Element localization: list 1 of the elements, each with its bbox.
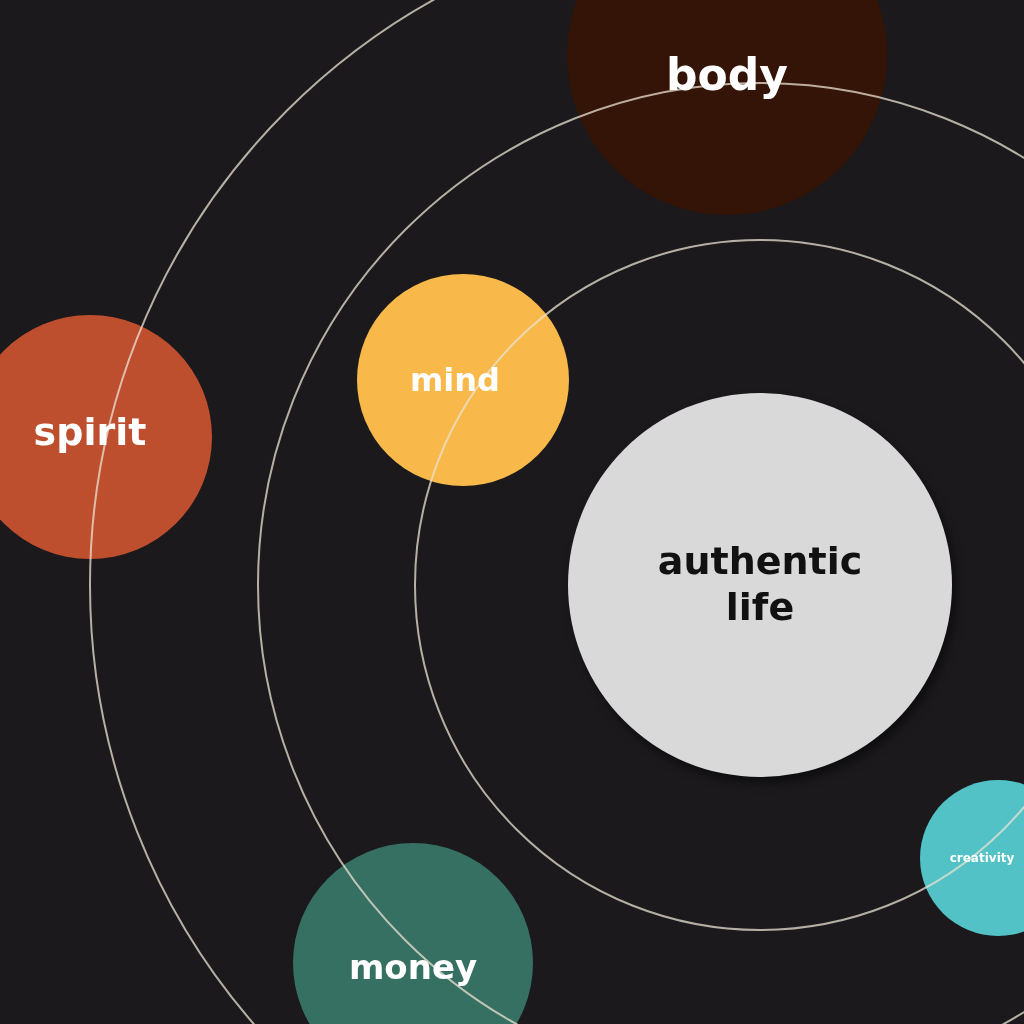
circle-label: authentic life [656, 539, 864, 631]
